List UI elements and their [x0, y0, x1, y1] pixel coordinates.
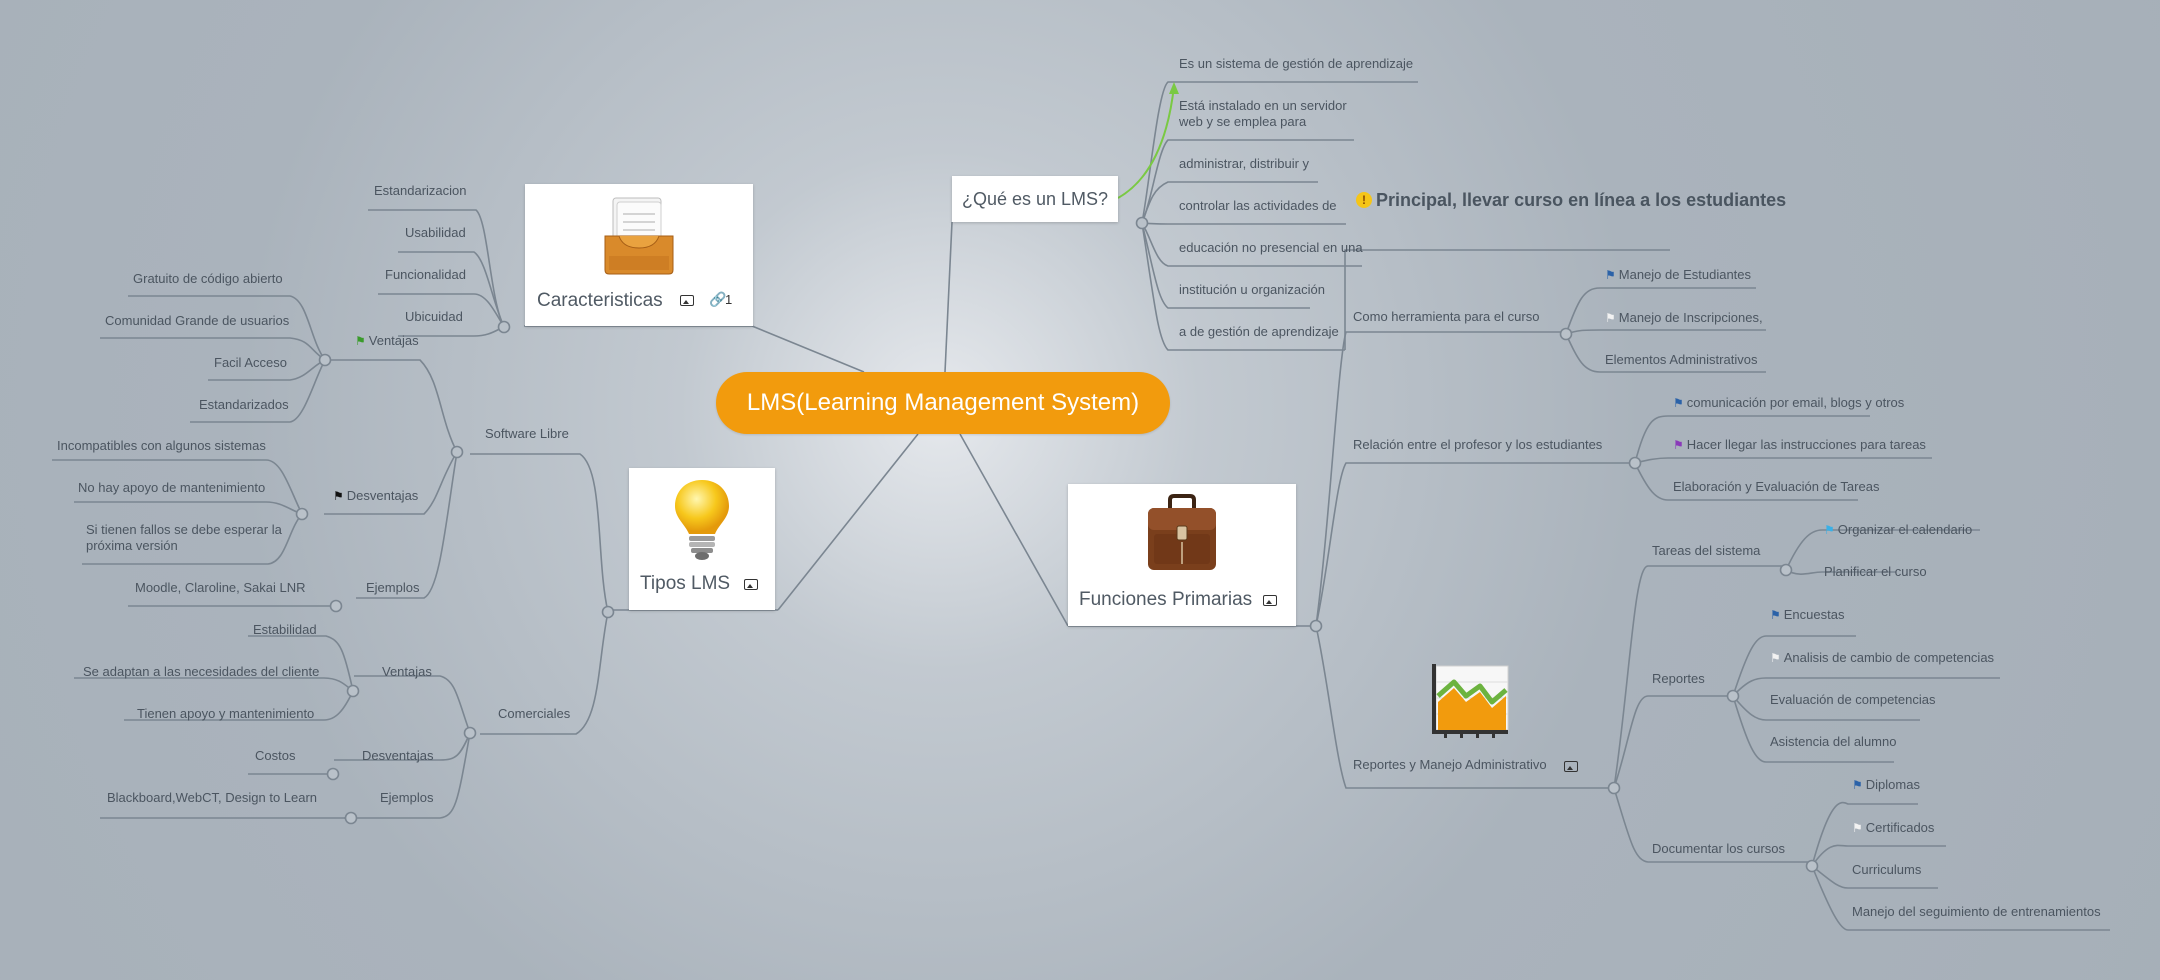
caract-item[interactable]: Funcionalidad: [385, 267, 466, 282]
que-es-item[interactable]: controlar las actividades de: [1179, 198, 1337, 213]
sl-ejemplo-item[interactable]: Moodle, Claroline, Sakai LNR: [135, 580, 306, 595]
que-es-item[interactable]: educación no presencial en una: [1179, 240, 1363, 255]
herramienta-item[interactable]: Elementos Administrativos: [1605, 352, 1758, 367]
sl-ventaja-item[interactable]: Facil Acceso: [214, 355, 287, 370]
sl-ventaja-item[interactable]: Estandarizados: [199, 397, 289, 412]
white-flag-icon: ⚑: [1605, 311, 1616, 325]
blue-flag-icon: ⚑: [1673, 396, 1684, 410]
com-desventajas-topic[interactable]: Desventajas: [362, 748, 434, 763]
reportes-item[interactable]: ⚑Analisis de cambio de competencias: [1770, 650, 1995, 665]
que-es-topic[interactable]: ¿Qué es un LMS?: [952, 176, 1118, 222]
reportes-topic[interactable]: Reportes: [1652, 671, 1705, 686]
com-ventaja-item[interactable]: Estabilidad: [253, 622, 317, 637]
tareas-topic[interactable]: Tareas del sistema: [1652, 543, 1761, 558]
relacion-item[interactable]: Elaboración y Evaluación de Tareas: [1673, 479, 1880, 494]
caracteristicas-label: Caracteristicas: [537, 290, 663, 311]
tareas-item[interactable]: Planificar el curso: [1824, 564, 1927, 579]
que-es-item[interactable]: a de gestión de aprendizaje: [1179, 324, 1339, 339]
white-flag-icon: ⚑: [1770, 651, 1781, 665]
herramienta-item[interactable]: ⚑Manejo de Estudiantes: [1605, 267, 1752, 282]
blue-flag-icon: ⚑: [1605, 268, 1616, 282]
green-flag-icon: ⚑: [355, 334, 366, 348]
caract-item[interactable]: Ubicuidad: [405, 309, 463, 324]
documentar-topic[interactable]: Documentar los cursos: [1652, 841, 1785, 856]
image-icon: [1263, 595, 1277, 606]
purple-flag-icon: ⚑: [1673, 438, 1684, 452]
sl-ventajas-topic[interactable]: ⚑Ventajas: [355, 333, 419, 348]
documentar-item[interactable]: Manejo del seguimiento de entrenamientos: [1852, 904, 2101, 919]
funciones-label: Funciones Primarias: [1079, 589, 1253, 610]
blue-flag-icon: ⚑: [1770, 608, 1781, 622]
caract-item[interactable]: Estandarizacion: [374, 183, 467, 198]
lightbulb-icon: [675, 480, 729, 560]
root-topic[interactable]: LMS(Learning Management System): [716, 372, 1170, 434]
com-ventaja-item[interactable]: Tienen apoyo y mantenimiento: [137, 706, 315, 721]
herramienta-item[interactable]: ⚑Manejo de Inscripciones,: [1605, 310, 1763, 325]
tipos-card[interactable]: Tipos LMS: [629, 468, 775, 610]
que-es-item[interactable]: administrar, distribuir y: [1179, 156, 1310, 171]
link-count: 1: [725, 292, 733, 307]
sl-desventaja-item[interactable]: No hay apoyo de mantenimiento: [78, 480, 266, 495]
light-blue-flag-icon: ⚑: [1824, 523, 1835, 537]
chart-icon: [1432, 664, 1509, 738]
documentar-item[interactable]: Curriculums: [1852, 862, 1922, 877]
inbox-icon: [604, 197, 674, 275]
link-icon[interactable]: 🔗: [709, 291, 727, 307]
com-desventaja-item[interactable]: Costos: [255, 748, 296, 763]
tareas-item[interactable]: ⚑Organizar el calendario: [1824, 522, 1973, 537]
que-es-item[interactable]: Es un sistema de gestión de aprendizaje: [1179, 56, 1414, 71]
sl-desventajas-topic[interactable]: ⚑Desventajas: [333, 488, 419, 503]
black-flag-icon: ⚑: [333, 489, 344, 503]
callout-principal[interactable]: !Principal, llevar curso en línea a los …: [1356, 188, 1786, 212]
com-ventaja-item[interactable]: Se adaptan a las necesidades del cliente: [83, 664, 320, 679]
tipos-label: Tipos LMS: [640, 573, 731, 594]
sl-ventaja-item[interactable]: Comunidad Grande de usuarios: [105, 313, 290, 328]
blue-flag-icon: ⚑: [1852, 778, 1863, 792]
documentar-item[interactable]: ⚑Diplomas: [1852, 777, 1920, 792]
funciones-card[interactable]: Funciones Primarias: [1068, 484, 1296, 626]
image-icon: [680, 295, 694, 306]
reportes-manejo-topic[interactable]: Reportes y Manejo Administrativo: [1353, 757, 1547, 772]
software-libre-topic[interactable]: Software Libre: [485, 426, 569, 441]
com-ejemplos-topic[interactable]: Ejemplos: [380, 790, 434, 805]
relacion-item[interactable]: ⚑comunicación por email, blogs y otros: [1673, 395, 1905, 410]
sl-desventaja-item[interactable]: Si tienen fallos se debe esperar la próx…: [86, 522, 282, 553]
com-ejemplo-item[interactable]: Blackboard,WebCT, Design to Learn: [107, 790, 318, 805]
white-flag-icon: ⚑: [1852, 821, 1863, 835]
herramienta-topic[interactable]: Como herramienta para el curso: [1353, 309, 1540, 324]
documentar-item[interactable]: ⚑Certificados: [1852, 820, 1935, 835]
reportes-item[interactable]: Evaluación de competencias: [1770, 692, 1936, 707]
reportes-item[interactable]: ⚑Encuestas: [1770, 607, 1845, 622]
sl-ventaja-item[interactable]: Gratuito de código abierto: [133, 271, 283, 286]
que-es-item[interactable]: institución u organización: [1179, 282, 1325, 297]
comerciales-topic[interactable]: Comerciales: [498, 706, 571, 721]
relacion-item[interactable]: ⚑Hacer llegar las instrucciones para tar…: [1673, 437, 1926, 452]
sl-ejemplos-topic[interactable]: Ejemplos: [366, 580, 420, 595]
caracteristicas-card[interactable]: Caracteristicas 🔗 1: [525, 184, 753, 326]
com-ventajas-topic[interactable]: Ventajas: [382, 664, 432, 679]
que-es-item[interactable]: Está instalado en un servidor web y se e…: [1179, 98, 1347, 129]
image-icon: [744, 579, 758, 590]
briefcase-icon: [1148, 494, 1216, 570]
reportes-item[interactable]: Asistencia del alumno: [1770, 734, 1897, 749]
sl-desventaja-item[interactable]: Incompatibles con algunos sistemas: [57, 438, 266, 453]
warning-icon: !: [1356, 192, 1372, 208]
caract-item[interactable]: Usabilidad: [405, 225, 466, 240]
relacion-topic[interactable]: Relación entre el profesor y los estudia…: [1353, 437, 1603, 452]
image-icon: [1564, 761, 1578, 772]
